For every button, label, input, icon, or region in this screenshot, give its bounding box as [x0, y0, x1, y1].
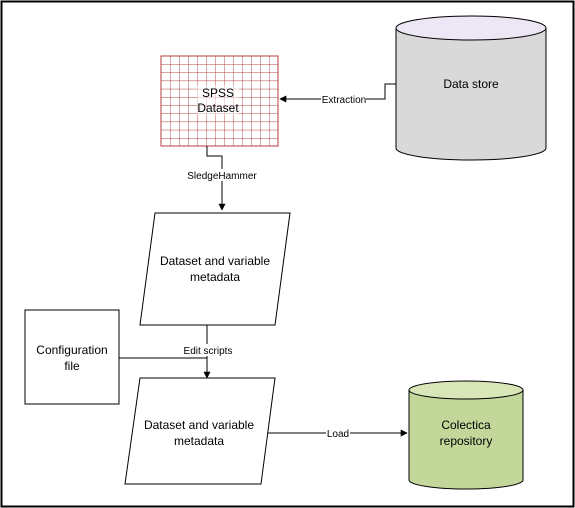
metadata-top-line2: metadata [190, 270, 240, 284]
sledgehammer-edge: SledgeHammer [185, 146, 259, 211]
colectica-repository-node: Colectica repository [408, 380, 524, 490]
metadata-top-node: Dataset and variable metadata [139, 212, 291, 326]
edit-scripts-edge: Edit scripts [119, 325, 236, 379]
metadata-bottom-node: Dataset and variable metadata [124, 377, 276, 485]
config-label-line2: file [64, 359, 80, 373]
colectica-label-line1: Colectica [441, 418, 491, 432]
colectica-label-line2: repository [440, 434, 493, 448]
load-label: Load [327, 429, 349, 440]
spss-label-line2: Dataset [197, 101, 239, 115]
metadata-bottom-line2: metadata [174, 434, 224, 448]
data-store-node: Data store [395, 15, 547, 161]
sledgehammer-label: SledgeHammer [187, 171, 257, 182]
metadata-top-line1: Dataset and variable [160, 254, 270, 268]
edit-scripts-label: Edit scripts [184, 346, 233, 357]
data-store-label: Data store [443, 77, 499, 91]
config-label-line1: Configuration [36, 343, 107, 357]
metadata-bottom-line1: Dataset and variable [144, 418, 254, 432]
extraction-edge: Extraction [279, 83, 396, 106]
load-edge: Load [268, 427, 408, 440]
configuration-file-node: Configuration file [24, 309, 120, 405]
spss-label-line1: SPSS [202, 86, 234, 100]
extraction-label: Extraction [322, 95, 366, 106]
spss-dataset-node: SPSS Dataset [160, 55, 279, 147]
